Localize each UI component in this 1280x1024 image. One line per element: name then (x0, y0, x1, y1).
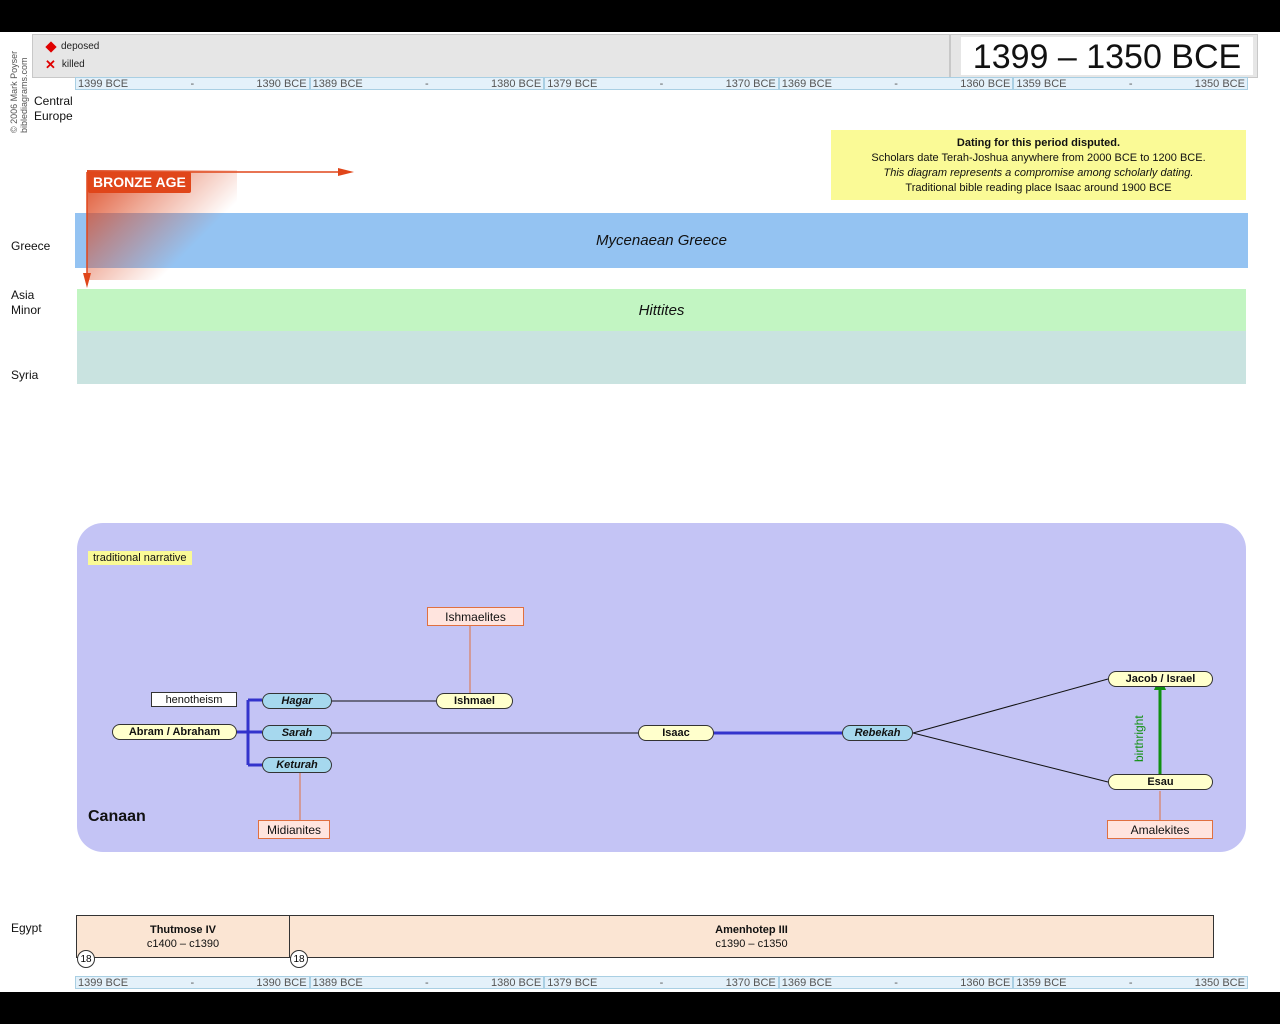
note-line: Traditional bible reading place Isaac ar… (905, 182, 1172, 194)
ruler-end: 1380 BCE (491, 77, 542, 90)
ruler-start: 1379 BCE (547, 77, 598, 90)
ruler-segment: 1369 BCE - 1360 BCE (778, 77, 1014, 90)
person-sarah[interactable]: Sarah (262, 725, 332, 741)
ruler-mid: - (894, 976, 898, 989)
year-ruler-bottom: 1399 BCE - 1390 BCE 1389 BCE - 1380 BCE 1379… (75, 976, 1248, 989)
band-syria (77, 331, 1246, 384)
bronze-age-label: BRONZE AGE (88, 172, 191, 193)
ruler-start: 1399 BCE (78, 976, 129, 989)
ruler-mid: - (1128, 77, 1133, 90)
ruler-end: 1390 BCE (256, 77, 307, 90)
note-line-italic: This diagram represents a compromise amo… (883, 167, 1194, 179)
legend-killed-label: killed (61, 59, 85, 70)
person-abraham[interactable]: Abram / Abraham (112, 724, 237, 740)
person-jacob[interactable]: Jacob / Israel (1108, 671, 1213, 687)
ruler-mid: - (659, 976, 664, 989)
dynasty-badge: 18 (290, 950, 308, 968)
ruler-start: 1369 BCE (781, 976, 832, 989)
ruler-segment: 1379 BCE - 1370 BCE (544, 77, 779, 90)
ruler-mid: - (1128, 976, 1133, 989)
legend: deposed ✕ killed (32, 34, 950, 78)
traditional-narrative-tag: traditional narrative (88, 551, 192, 565)
legend-deposed-label: deposed (61, 41, 100, 52)
ruler-thutmose-iv[interactable]: Thutmose IV c1400 – c1390 (76, 915, 290, 958)
legend-deposed: deposed (45, 40, 100, 53)
band-label: Mycenaean Greece (596, 232, 727, 249)
timeline-canvas: © 2006 Mark Poyser biblediagrams.com dep… (0, 32, 1280, 992)
region-syria: Syria (11, 368, 39, 382)
henotheism-tag: henotheism (151, 692, 237, 707)
ruler-end: 1360 BCE (960, 976, 1011, 989)
ruler-segment: 1389 BCE - 1380 BCE (309, 77, 545, 90)
ruler-dates: c1390 – c1350 (715, 938, 788, 950)
ruler-start: 1399 BCE (78, 77, 129, 90)
ruler-mid: - (894, 77, 898, 90)
person-ishmael[interactable]: Ishmael (436, 693, 513, 709)
ruler-mid: - (190, 77, 195, 90)
ruler-end: 1360 BCE (960, 77, 1011, 90)
ruler-mid: - (425, 77, 429, 90)
ruler-end: 1370 BCE (725, 976, 776, 989)
note-line: Scholars date Terah-Joshua anywhere from… (871, 152, 1206, 164)
band-mycenaean-greece: Mycenaean Greece (75, 213, 1248, 268)
region-central-europe: Central Europe (34, 94, 73, 123)
person-hagar[interactable]: Hagar (262, 693, 332, 709)
ruler-end: 1350 BCE (1194, 976, 1245, 989)
ruler-segment: 1399 BCE - 1390 BCE (75, 77, 310, 90)
ruler-segment: 1369 BCE - 1360 BCE (778, 976, 1014, 989)
person-keturah[interactable]: Keturah (262, 757, 332, 773)
cross-icon: ✕ (45, 56, 56, 72)
region-asia-minor: Asia Minor (11, 288, 42, 317)
ruler-name: Thutmose IV (149, 924, 216, 936)
ruler-mid: - (425, 976, 429, 989)
ruler-start: 1389 BCE (312, 77, 363, 90)
ruler-start: 1369 BCE (781, 77, 832, 90)
ruler-amenhotep-iii[interactable]: Amenhotep III c1390 – c1350 (289, 915, 1214, 958)
arrow-right-icon (338, 168, 354, 176)
ruler-segment: 1399 BCE - 1390 BCE (75, 976, 310, 989)
person-isaac[interactable]: Isaac (638, 725, 714, 741)
note-heading: Dating for this period disputed. (956, 137, 1121, 149)
group-ishmaelites[interactable]: Ishmaelites (427, 607, 524, 626)
ruler-start: 1359 BCE (1016, 77, 1067, 90)
person-rebekah[interactable]: Rebekah (842, 725, 913, 741)
ruler-start: 1389 BCE (312, 976, 363, 989)
ruler-segment: 1359 BCE - 1350 BCE (1013, 976, 1248, 989)
ruler-end: 1370 BCE (725, 77, 776, 90)
group-midianites[interactable]: Midianites (258, 820, 330, 839)
descent-line (912, 678, 1109, 734)
arrow-down-icon (83, 273, 91, 288)
genealogy-lines (237, 626, 1166, 820)
canaan-label: Canaan (88, 808, 146, 825)
ruler-end: 1390 BCE (256, 976, 307, 989)
ruler-segment: 1359 BCE - 1350 BCE (1013, 77, 1248, 90)
year-ruler-top: 1399 BCE - 1390 BCE 1389 BCE - 1380 BCE 1379… (75, 77, 1248, 90)
region-greece: Greece (11, 239, 51, 253)
ruler-dates: c1400 – c1390 (146, 938, 220, 950)
descent-line (912, 732, 1109, 783)
dating-note: Dating for this period disputed. Scholar… (831, 130, 1246, 200)
canaan-panel (77, 523, 1246, 852)
ruler-start: 1359 BCE (1016, 976, 1067, 989)
ruler-start: 1379 BCE (547, 976, 598, 989)
dynasty-badge: 18 (77, 950, 95, 968)
ruler-segment: 1389 BCE - 1380 BCE (309, 976, 545, 989)
ruler-mid: - (659, 77, 664, 90)
ruler-segment: 1379 BCE - 1370 BCE (544, 976, 779, 989)
ruler-name: Amenhotep III (715, 924, 788, 936)
birthright-label: birthright (1132, 715, 1146, 762)
region-egypt: Egypt (11, 921, 42, 935)
page-title: 1399 – 1350 BCE (961, 37, 1253, 76)
title-box: 1399 – 1350 BCE (950, 34, 1258, 78)
band-hittites: Hittites (77, 289, 1246, 331)
ruler-mid: - (190, 976, 195, 989)
legend-killed: ✕ killed (45, 56, 85, 72)
ruler-end: 1350 BCE (1194, 77, 1245, 90)
person-esau[interactable]: Esau (1108, 774, 1213, 790)
ruler-end: 1380 BCE (491, 976, 542, 989)
band-label: Hittites (638, 301, 685, 319)
group-amalekites[interactable]: Amalekites (1107, 820, 1213, 839)
